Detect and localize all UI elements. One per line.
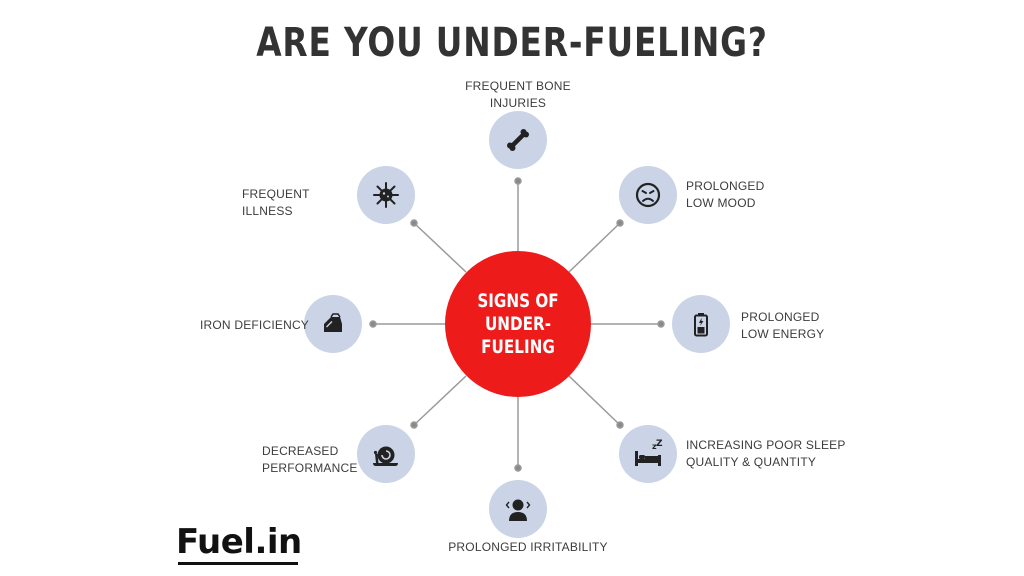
node-sleep: z Z — [619, 425, 677, 483]
node-energy — [672, 295, 730, 353]
center-circle: SIGNS OF UNDER-FUELING — [445, 251, 591, 397]
virus-icon — [373, 182, 399, 208]
node-illness — [357, 166, 415, 224]
brand-logo: Fuel.in — [176, 522, 302, 562]
connector-dot-energy — [657, 320, 665, 328]
label-mood: PROLONGED LOW MOOD — [686, 179, 765, 210]
label-iron: IRON DEFICIENCY — [200, 318, 310, 332]
connector-dot-mood — [616, 219, 624, 227]
svg-text:z: z — [652, 442, 657, 451]
label-energy: PROLONGED LOW ENERGY — [741, 310, 825, 341]
node-iron — [304, 295, 362, 353]
label-performance: DECREASED PERFORMANCE — [262, 444, 358, 475]
connector-dot-iron — [369, 320, 377, 328]
connector-sleep — [568, 375, 621, 426]
page-title: ARE YOU UNDER-FUELING? — [256, 20, 768, 66]
label-irritability: PROLONGED IRRITABILITY — [448, 540, 608, 554]
node-irritability — [489, 480, 547, 538]
center-label-line2: UNDER-FUELING — [481, 312, 555, 358]
connector-mood — [568, 222, 621, 273]
center-label-line1: SIGNS OF — [477, 289, 559, 312]
label-bone: FREQUENT BONE INJURIES — [465, 79, 571, 110]
center-label: SIGNS OF UNDER-FUELING — [460, 290, 577, 359]
label-illness: FREQUENT ILLNESS — [242, 187, 310, 218]
connector-illness — [413, 222, 467, 273]
node-mood — [619, 166, 677, 224]
connector-dot-performance — [410, 421, 418, 429]
connector-dot-irritability — [514, 464, 522, 472]
connector-dot-bone — [514, 177, 522, 185]
connector-dot-sleep — [616, 421, 624, 429]
bone-icon — [507, 129, 529, 151]
battery-icon — [694, 313, 708, 337]
svg-text:Z: Z — [656, 439, 663, 449]
connector-dot-illness — [410, 219, 418, 227]
bed-icon: z Z — [635, 439, 663, 466]
node-bone — [489, 111, 547, 169]
label-sleep: INCREASING POOR SLEEP QUALITY & QUANTITY — [686, 438, 846, 469]
node-performance — [357, 425, 415, 483]
connector-performance — [413, 375, 467, 426]
snail-icon — [373, 446, 398, 466]
iron-icon — [324, 313, 342, 332]
sad-face-icon — [635, 182, 661, 208]
logo-underline — [178, 562, 298, 565]
irritated-person-icon — [505, 499, 531, 521]
